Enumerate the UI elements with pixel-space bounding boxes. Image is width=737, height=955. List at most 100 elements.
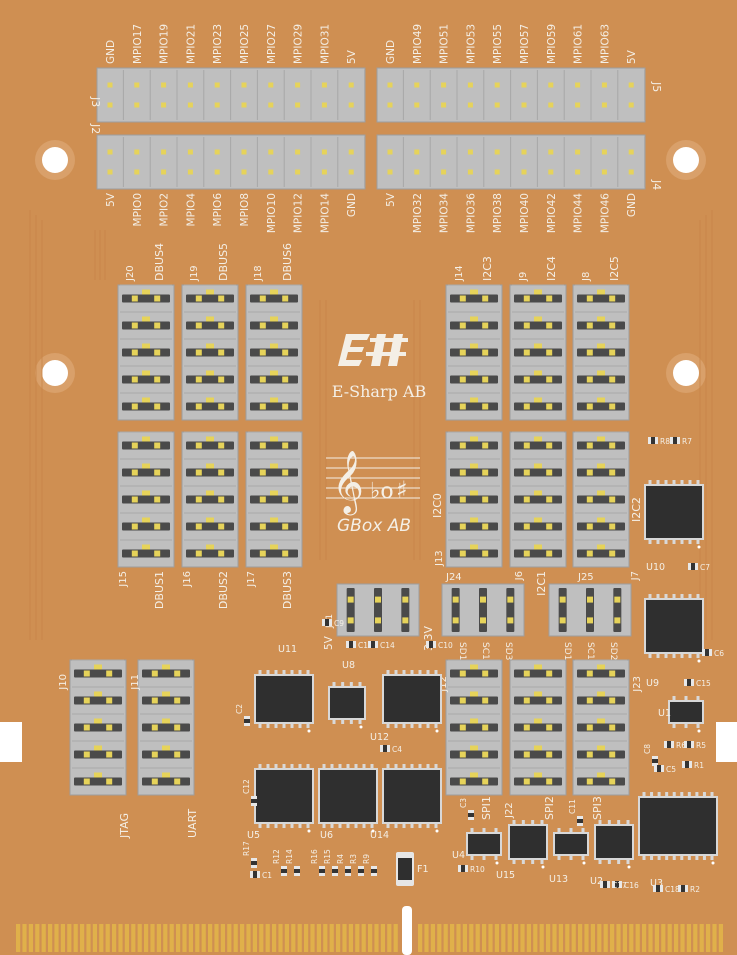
edge-finger — [374, 924, 379, 952]
edge-finger — [169, 924, 174, 952]
passive-c3: C3 — [459, 798, 474, 820]
header-ref: J13 — [434, 550, 445, 567]
brand-name: E-Sharp AB — [332, 382, 426, 401]
passive-c7: C7 — [688, 563, 710, 572]
pin — [214, 82, 220, 88]
passive-ref: R6 — [676, 741, 686, 750]
ic-ref: U10 — [646, 562, 665, 573]
passive-ref: R14 — [285, 849, 294, 864]
edge-finger — [278, 924, 283, 952]
header-ref: J10 — [58, 674, 69, 691]
edge-finger — [201, 924, 206, 952]
edge-finger — [233, 924, 238, 952]
ic-u4: U4 — [452, 828, 502, 865]
passive-r17: R17 — [242, 841, 257, 868]
header-pin-label: SD3 — [503, 642, 513, 660]
ic-ref: U13 — [549, 874, 568, 885]
header-pin-label: SD1 — [457, 642, 467, 660]
passive-ref: R12 — [272, 849, 281, 864]
pin — [414, 102, 420, 108]
pin — [521, 102, 527, 108]
ic-u15: U15 — [496, 820, 548, 881]
edge-connector — [16, 924, 723, 952]
pin — [348, 169, 354, 175]
header-ref: J14 — [454, 265, 465, 282]
passive-ref: R8 — [660, 437, 670, 446]
pin-label: MPIO19 — [159, 24, 171, 64]
edge-finger — [16, 924, 21, 952]
header-name: DBUS2 — [217, 571, 230, 609]
pin-label: 5V — [105, 192, 117, 207]
edge-finger — [48, 924, 53, 952]
edge-finger — [176, 924, 181, 952]
pin-label: MPIO10 — [266, 193, 278, 233]
passive-r9: R9 — [362, 854, 377, 876]
pin-label: MPIO55 — [492, 24, 504, 64]
pin — [214, 102, 220, 108]
pin — [161, 149, 167, 155]
header-ref: J15 — [118, 571, 129, 588]
pin-label: MPIO57 — [519, 24, 531, 64]
ic-u14: U14 — [370, 764, 442, 841]
pin — [548, 82, 554, 88]
edge-finger — [195, 924, 200, 952]
edge-finger — [99, 924, 104, 952]
passive-c6: C6 — [702, 649, 724, 658]
product-name: GBox AB — [337, 516, 411, 536]
pin — [414, 82, 420, 88]
edge-finger — [393, 924, 398, 952]
pin — [295, 102, 301, 108]
pin — [494, 169, 500, 175]
header-ref: J22 — [504, 802, 515, 819]
edge-finger — [648, 924, 653, 952]
left-notch — [0, 722, 22, 762]
passive-r7: R7 — [670, 437, 692, 446]
passive-r4: R4 — [336, 854, 351, 876]
small-header-j21: J215V3.3V — [323, 583, 435, 651]
sharp-icon: ♯ — [396, 476, 408, 504]
edge-finger — [674, 924, 679, 952]
ic-ref: U8 — [342, 660, 355, 671]
pin — [441, 169, 447, 175]
edge-finger — [680, 924, 685, 952]
pin — [387, 149, 393, 155]
passive-ref: R1 — [694, 761, 704, 770]
edge-finger — [584, 924, 589, 952]
ic-u5: U5 — [247, 764, 314, 841]
pin — [601, 149, 607, 155]
edge-finger — [437, 924, 442, 952]
header-ref: J8 — [581, 272, 592, 282]
pin-label: MPIO51 — [439, 24, 451, 64]
edge-finger — [622, 924, 627, 952]
passive-ref: C18 — [665, 885, 680, 894]
passive-c5: C5 — [654, 765, 676, 774]
header-ref: J17 — [246, 571, 257, 588]
edge-finger — [124, 924, 129, 952]
pin-label: 5V — [626, 49, 638, 64]
edge-finger — [150, 924, 155, 952]
edge-finger — [424, 924, 429, 952]
pin — [268, 102, 274, 108]
edge-finger — [80, 924, 85, 952]
passive-c11: C11 — [568, 799, 583, 826]
edge-finger — [54, 924, 59, 952]
ic-ref: F1 — [417, 864, 429, 875]
edge-finger — [348, 924, 353, 952]
pin — [521, 82, 527, 88]
edge-finger — [706, 924, 711, 952]
passive-ref: C3 — [459, 798, 468, 808]
ic-ref: U6 — [320, 830, 333, 841]
header-name: JTAG — [118, 813, 131, 839]
mounting-holes — [35, 140, 706, 393]
connector-label-j4: J4 — [650, 179, 663, 190]
header-name: I2C1 — [535, 571, 548, 596]
